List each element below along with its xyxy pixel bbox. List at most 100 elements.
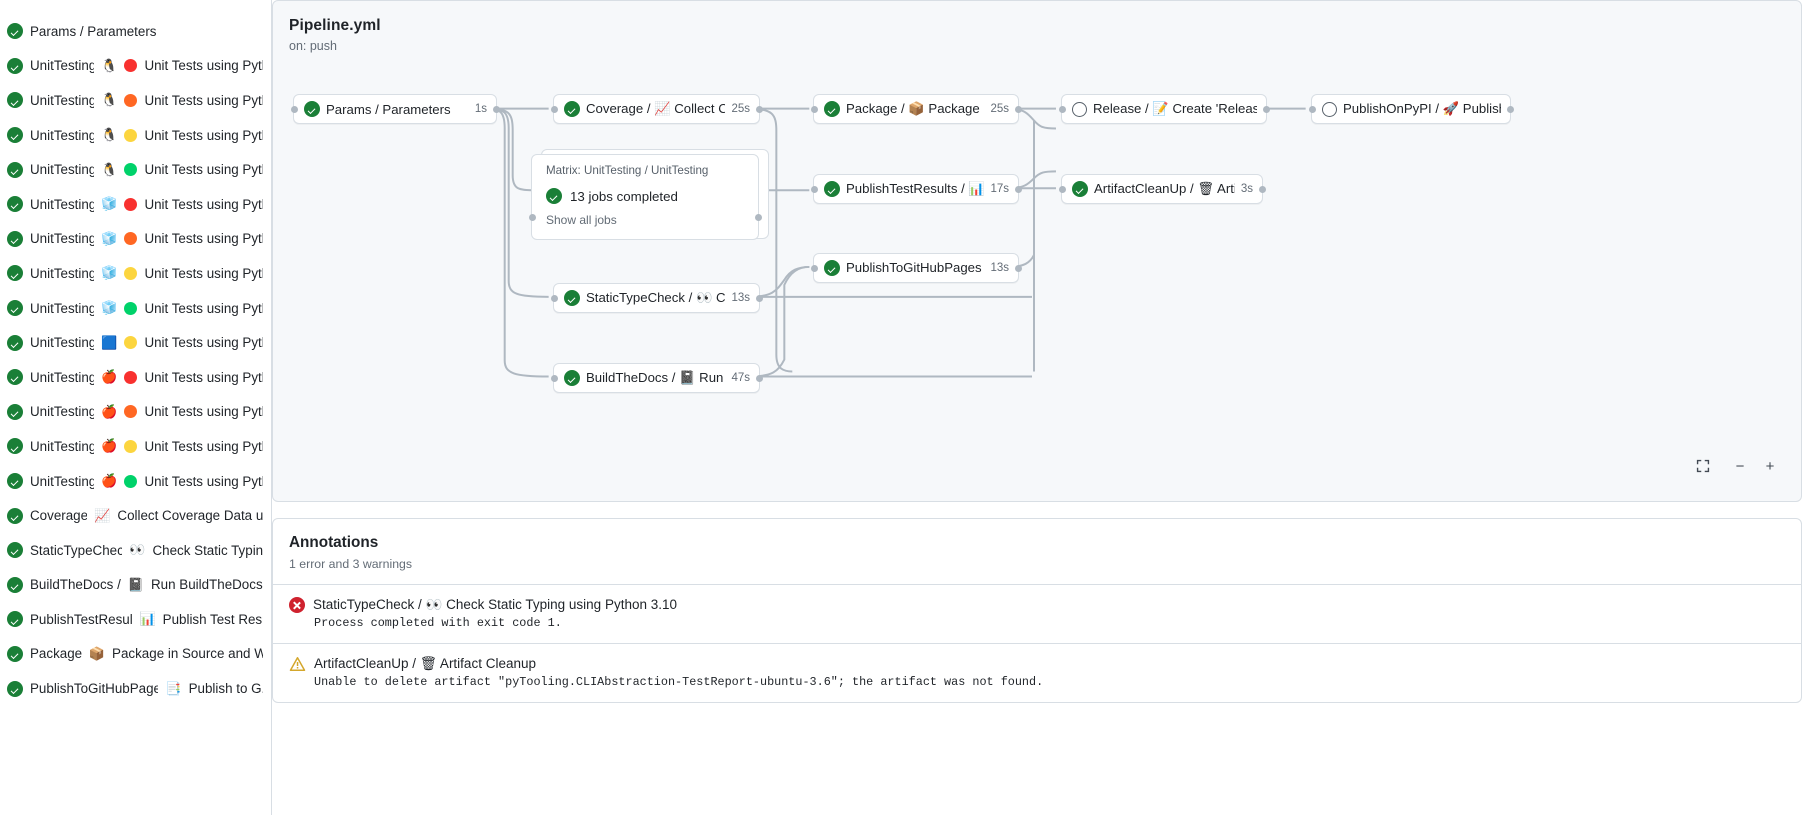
sidebar-job-item[interactable]: UnitTesting /🧊Unit Tests using Pyth... xyxy=(0,256,271,291)
node-output-port xyxy=(754,213,762,221)
graph-node-artifact[interactable]: ArtifactCleanUp / 🗑 Artifac...3s xyxy=(1058,174,1266,204)
annotations-summary: 1 error and 3 warnings xyxy=(289,557,413,571)
sidebar-job-item[interactable]: StaticTypeCheck /👀Check Static Typing... xyxy=(0,533,271,568)
sidebar-job-item[interactable]: UnitTesting /🧊Unit Tests using Pyth... xyxy=(0,222,271,257)
graph-node-testresults[interactable]: PublishTestResults / 📊 Pu...17s xyxy=(810,174,1022,204)
python-version-dot-icon xyxy=(124,266,138,280)
sidebar-job-item[interactable]: BuildTheDocs /📓Run BuildTheDocs xyxy=(0,568,271,603)
os-emoji-icon: 🍎 xyxy=(101,369,118,385)
graph-node-label: ArtifactCleanUp / 🗑 Artifac... xyxy=(1094,181,1235,196)
sidebar-job-item[interactable]: PublishTestResults /📊Publish Test Resu..… xyxy=(0,602,271,637)
sidebar-job-item[interactable]: UnitTesting /🍎Unit Tests using Pyth... xyxy=(0,360,271,395)
annotations-header: Annotations 1 error and 3 warnings xyxy=(273,519,1801,584)
success-check-icon xyxy=(7,507,23,524)
os-emoji-icon: 🍎 xyxy=(101,438,118,454)
graph-node-duration: 47s xyxy=(731,372,750,384)
os-emoji-icon: 📊 xyxy=(139,611,156,627)
success-check-icon xyxy=(7,438,23,455)
python-version-dot-icon xyxy=(124,232,138,246)
graph-node-release[interactable]: Release / 📝 Create 'Release P... xyxy=(1058,94,1270,124)
node-output-port xyxy=(1506,105,1514,113)
sidebar-job-item[interactable]: PublishToGitHubPages /📑Publish to G... xyxy=(0,671,271,706)
sidebar-job-step-label: Unit Tests using Pyth... xyxy=(144,127,263,143)
annotation-message: Unable to delete artifact "pyTooling.CLI… xyxy=(314,675,1044,689)
error-icon xyxy=(289,597,305,613)
python-version-dot-icon xyxy=(124,370,138,384)
node-output-port xyxy=(1258,185,1266,193)
python-version-dot-icon xyxy=(124,336,138,350)
os-emoji-icon: 🧊 xyxy=(101,300,118,316)
sidebar-job-label: StaticTypeCheck / xyxy=(30,542,123,558)
os-emoji-icon: 📦 xyxy=(88,645,106,661)
sidebar-job-step-label: Unit Tests using Pyth... xyxy=(144,335,263,351)
sidebar-job-label: PublishTestResults / xyxy=(30,611,133,627)
graph-node-coverage[interactable]: Coverage / 📈 Collect Cove... 25s xyxy=(550,94,763,124)
success-check-icon xyxy=(304,101,320,117)
graph-node-label: Release / 📝 Create 'Release P... xyxy=(1093,101,1257,116)
success-check-icon xyxy=(7,127,23,144)
fit-screen-icon[interactable] xyxy=(1690,453,1716,479)
graph-zoom-controls[interactable]: − + xyxy=(1690,453,1783,479)
sidebar-job-item[interactable]: UnitTesting /🍎Unit Tests using Pyth... xyxy=(0,395,271,430)
workflow-graph-card: Pipeline.yml on: push xyxy=(272,0,1802,502)
graph-node-ghpages[interactable]: PublishToGitHubPages / 📑 ...13s xyxy=(810,253,1022,283)
success-check-icon xyxy=(7,611,23,628)
graph-node-docs[interactable]: BuildTheDocs / 📓 Run Buil...47s xyxy=(550,363,763,393)
sidebar-job-item[interactable]: UnitTesting /🐧Unit Tests using Pyth... xyxy=(0,49,271,84)
node-output-port xyxy=(1262,105,1270,113)
zoom-buttons[interactable]: − + xyxy=(1727,453,1783,479)
annotation-job-name: StaticTypeCheck / 👀 Check Static Typing … xyxy=(313,597,677,612)
node-input-port xyxy=(1058,105,1066,113)
success-check-icon xyxy=(564,101,580,117)
sidebar-job-item[interactable]: UnitTesting /🧊Unit Tests using Pyth... xyxy=(0,187,271,222)
sidebar-job-item[interactable]: UnitTesting /🐧Unit Tests using Pyth... xyxy=(0,118,271,153)
graph-node-pypi[interactable]: PublishOnPyPI / 🚀 Publish to ... xyxy=(1308,94,1514,124)
graph-node-typecheck[interactable]: StaticTypeCheck / 👀 Chec...13s xyxy=(550,283,763,313)
sidebar-job-item[interactable]: Params / Parameters xyxy=(0,14,271,49)
sidebar-job-item[interactable]: Coverage /📈Collect Coverage Data usi... xyxy=(0,498,271,533)
sidebar-job-step-label: Unit Tests using Pyth... xyxy=(144,369,263,385)
python-version-dot-icon xyxy=(124,439,138,453)
zoom-in-button[interactable]: + xyxy=(1765,457,1775,475)
sidebar-job-item[interactable]: UnitTesting /🐧Unit Tests using Pyth... xyxy=(0,83,271,118)
annotations-list: StaticTypeCheck / 👀 Check Static Typing … xyxy=(273,584,1801,702)
sidebar-job-item[interactable]: UnitTesting /🧊Unit Tests using Pyth... xyxy=(0,291,271,326)
success-check-icon xyxy=(7,57,23,74)
os-emoji-icon: 🧊 xyxy=(101,196,118,212)
graph-node-package[interactable]: Package / 📦 Package in So... 25s xyxy=(810,94,1022,124)
sidebar-job-item[interactable]: UnitTesting /🟦Unit Tests using Pyth... xyxy=(0,325,271,360)
node-output-port xyxy=(755,294,763,302)
sidebar-job-item[interactable]: UnitTesting /🍎Unit Tests using Pyth... xyxy=(0,464,271,499)
show-all-jobs-link[interactable]: Show all jobs xyxy=(546,213,617,227)
zoom-out-button[interactable]: − xyxy=(1735,457,1745,475)
graph-header: Pipeline.yml on: push xyxy=(273,1,1801,53)
graph-node-label: Coverage / 📈 Collect Cove... xyxy=(586,101,725,116)
graph-node-duration: 25s xyxy=(731,103,750,115)
workflow-title: Pipeline.yml xyxy=(289,17,381,34)
sidebar-job-item[interactable]: Package /📦Package in Source and Wh... xyxy=(0,637,271,672)
sidebar-job-label: UnitTesting / xyxy=(30,404,95,420)
node-input-port xyxy=(290,105,298,113)
sidebar-job-label: UnitTesting / xyxy=(30,265,95,281)
sidebar-job-item[interactable]: UnitTesting /🍎Unit Tests using Pyth... xyxy=(0,429,271,464)
node-output-port xyxy=(492,105,500,113)
node-output-port xyxy=(755,105,763,113)
success-check-icon xyxy=(7,369,23,386)
graph-edges xyxy=(486,107,1306,378)
success-check-icon xyxy=(7,576,23,593)
sidebar-job-label: UnitTesting / xyxy=(30,300,95,316)
graph-node-duration: 25s xyxy=(990,103,1009,115)
node-input-port xyxy=(550,105,558,113)
node-input-port xyxy=(550,294,558,302)
matrix-summary-row[interactable]: 13 jobs completed xyxy=(546,188,744,204)
sidebar-job-item[interactable]: UnitTesting /🐧Unit Tests using Pyth... xyxy=(0,152,271,187)
pending-circle-icon xyxy=(1072,101,1087,117)
node-output-port xyxy=(755,374,763,382)
graph-node-label: Package / 📦 Package in So... xyxy=(846,101,984,116)
annotations-card: Annotations 1 error and 3 warnings Stati… xyxy=(272,518,1802,703)
